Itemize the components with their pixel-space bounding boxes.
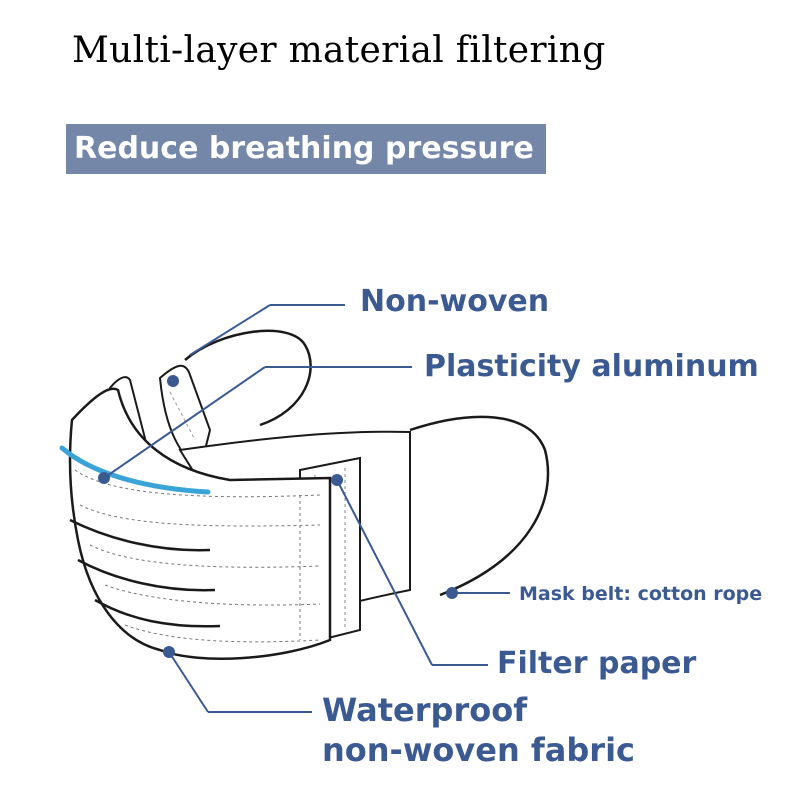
dot-filter-paper [331,474,343,486]
label-waterproof-line1: Waterproof [322,691,528,729]
dot-plasticity-aluminum [98,472,110,484]
label-non-woven: Non-woven [360,284,550,319]
label-mask-belt: Mask belt: cotton rope [519,583,763,605]
leader-lines [103,304,510,713]
leader-waterproof [168,651,209,713]
diagram-title: Multi-layer material filtering [72,30,606,71]
banner-subtitle: Reduce breathing pressure [66,124,546,174]
dot-waterproof [163,646,175,658]
leader-filter-paper [336,479,433,666]
label-filter-paper: Filter paper [497,646,697,681]
leader-plasticity-aluminum [103,366,266,479]
callout-dots [98,375,458,658]
label-waterproof-fabric: Waterproof non-woven fabric [322,690,635,770]
leader-non-woven [189,304,271,356]
ear-loop-back [184,329,312,427]
dot-non-woven [167,375,179,387]
aluminum-nose-strip [59,445,211,495]
ear-loop-right [409,415,550,597]
label-waterproof-line2: non-woven fabric [322,731,635,769]
dot-mask-belt [446,587,458,599]
label-plasticity-aluminum: Plasticity aluminum [424,349,759,384]
